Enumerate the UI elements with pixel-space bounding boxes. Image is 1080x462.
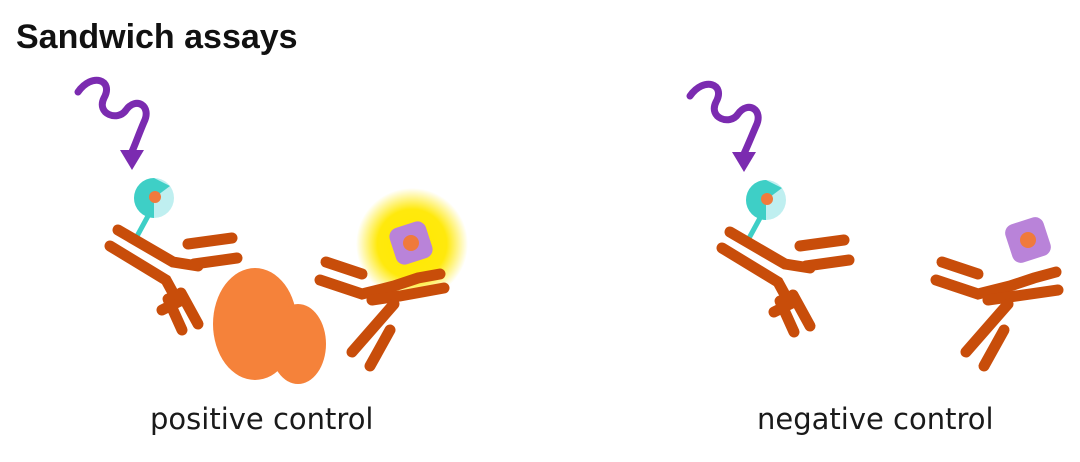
light-arrowhead-icon — [732, 152, 756, 172]
capture-antibody-icon — [104, 224, 243, 336]
capture-antibody-icon — [716, 226, 855, 338]
excitation-light-wave-icon — [686, 80, 762, 162]
donor-bead-icon — [133, 178, 174, 241]
excitation-light-wave-icon — [74, 76, 150, 160]
antigen-icon — [213, 268, 326, 384]
negative-control-label: negative control — [757, 402, 994, 436]
detection-antibody-icon — [930, 256, 1064, 372]
donor-bead-icon — [745, 180, 786, 243]
negative-control-panel — [686, 80, 1064, 372]
positive-control-label: positive control — [150, 402, 374, 436]
positive-control-panel — [74, 76, 468, 384]
diagram-title: Sandwich assays — [16, 18, 298, 56]
detection-antibody-icon — [314, 256, 450, 372]
acceptor-bead-icon — [1005, 217, 1051, 263]
acceptor-bead-icon — [389, 221, 433, 265]
light-arrowhead-icon — [120, 150, 144, 170]
